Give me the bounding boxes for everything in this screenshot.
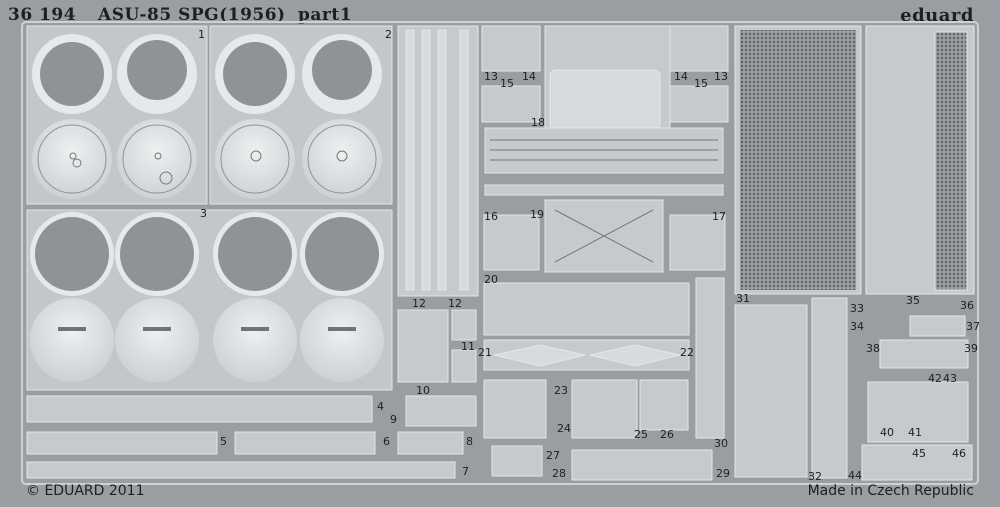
parts-32 — [734, 304, 808, 478]
parts-16-19-17 — [483, 199, 726, 273]
small-parts-row-8 — [397, 431, 464, 455]
part-num: 12 — [412, 297, 426, 310]
part-num: 14 — [522, 70, 536, 83]
mesh-panel-31 — [734, 25, 862, 295]
part-label: part1 — [298, 5, 353, 25]
part-num: 2 — [385, 28, 392, 41]
part-number-labels: 1 2 3 4 5 6 7 8 9 10 11 12 12 13 13 14 1… — [198, 28, 980, 483]
part-num: 31 — [736, 292, 750, 305]
part-num: 34 — [850, 320, 864, 333]
part-num: 13 — [714, 70, 728, 83]
part-num: 18 — [531, 116, 545, 129]
parts-13-14-15-right — [669, 25, 729, 123]
part-num: 20 — [484, 273, 498, 286]
parts-9-10-11 — [397, 309, 477, 427]
product-code: 36 194 — [8, 5, 77, 25]
part-num: 38 — [866, 342, 880, 355]
part-num: 16 — [484, 210, 498, 223]
part-num: 6 — [383, 435, 390, 448]
part-num: 39 — [964, 342, 978, 355]
brand-logo: eduard — [900, 5, 974, 26]
part-num: 22 — [680, 346, 694, 359]
parts-37-46 — [861, 315, 973, 481]
parts-33-34 — [811, 297, 848, 479]
wheel-panel-2 — [209, 25, 393, 205]
parts-35-36 — [865, 25, 975, 295]
parts-13-14-15-left — [481, 25, 541, 123]
part-num: 4 — [377, 400, 384, 413]
part-num: 35 — [906, 294, 920, 307]
small-parts-row-7 — [26, 461, 456, 479]
part-num: 3 — [200, 207, 207, 220]
fret-border — [21, 21, 979, 485]
part-num: 46 — [952, 447, 966, 460]
part-num: 13 — [484, 70, 498, 83]
part-num: 19 — [530, 208, 544, 221]
part-30 — [695, 277, 725, 439]
small-parts-row-6 — [234, 431, 376, 455]
part-num: 1 — [198, 28, 205, 41]
part-num: 10 — [416, 384, 430, 397]
part-num: 21 — [478, 346, 492, 359]
part-num: 17 — [712, 210, 726, 223]
parts-23-26 — [483, 379, 689, 439]
part-num: 43 — [943, 372, 957, 385]
parts-20 — [483, 282, 690, 336]
part-num: 42 — [928, 372, 942, 385]
part-num: 37 — [966, 320, 980, 333]
part-num: 15 — [694, 77, 708, 90]
part-num: 29 — [716, 467, 730, 480]
part-num: 36 — [960, 299, 974, 312]
part-num: 15 — [500, 77, 514, 90]
part-num: 44 — [848, 469, 862, 482]
parts-21-22 — [483, 339, 690, 371]
part-num: 9 — [390, 413, 397, 426]
panel-18 — [484, 25, 724, 196]
wheel-panel-1 — [26, 25, 208, 205]
part-num: 8 — [466, 435, 473, 448]
part-num: 32 — [808, 470, 822, 483]
part-num: 7 — [462, 465, 469, 478]
part-num: 25 — [634, 428, 648, 441]
part-num: 11 — [461, 340, 475, 353]
part-num: 41 — [908, 426, 922, 439]
part-num: 24 — [557, 422, 571, 435]
part-num: 26 — [660, 428, 674, 441]
part-num: 33 — [850, 302, 864, 315]
part-num: 27 — [546, 449, 560, 462]
part-num: 14 — [674, 70, 688, 83]
small-parts-row-5 — [26, 431, 218, 455]
product-title: ASU-85 SPG(1956) — [98, 5, 286, 25]
copyright-text: © EDUARD 2011 — [26, 483, 145, 499]
part-num: 40 — [880, 426, 894, 439]
part-num: 45 — [912, 447, 926, 460]
part-num: 5 — [220, 435, 227, 448]
small-parts-row-4 — [26, 395, 373, 423]
parts-27-28-29 — [491, 445, 713, 481]
part-num: 12 — [448, 297, 462, 310]
rods-12 — [397, 25, 479, 297]
part-num: 28 — [552, 467, 566, 480]
wheel-panel-3 — [26, 209, 393, 391]
part-num: 30 — [714, 437, 728, 450]
origin-text: Made in Czech Republic — [807, 483, 974, 499]
part-num: 23 — [554, 384, 568, 397]
